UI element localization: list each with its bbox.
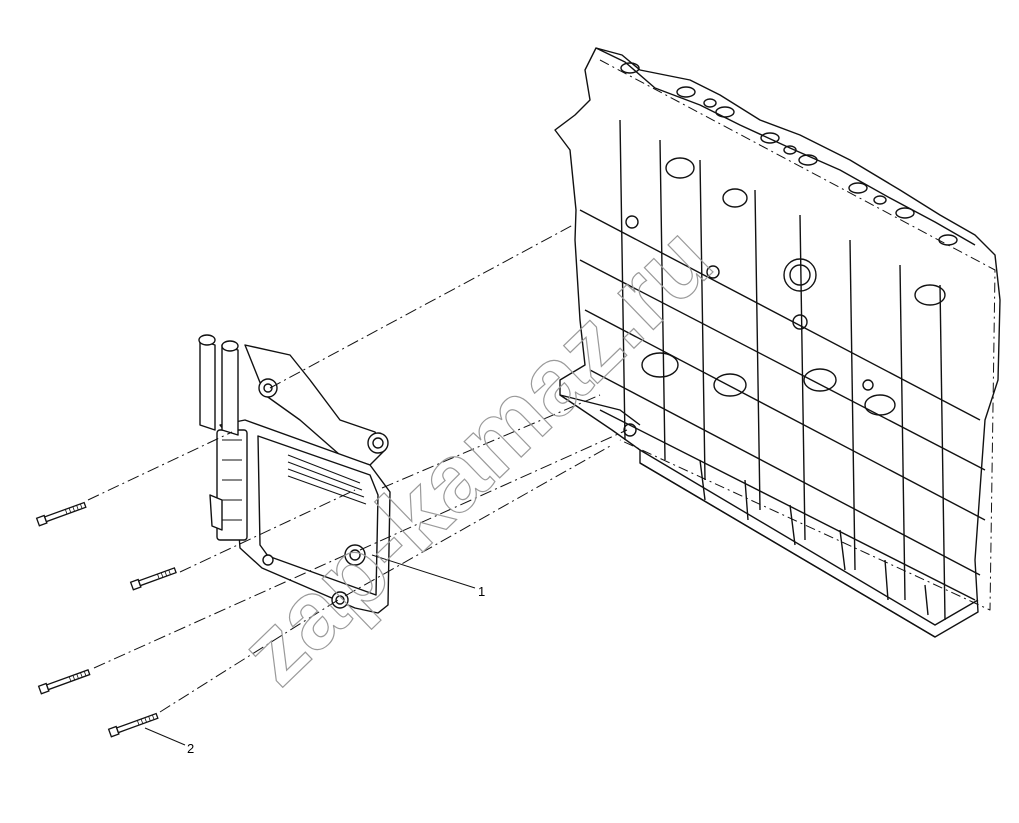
callout-part-1: 1 bbox=[478, 584, 486, 599]
leader-lines bbox=[144, 554, 476, 746]
ecu-module-icon bbox=[198, 334, 391, 614]
engine-block-icon bbox=[554, 47, 1001, 638]
callout-part-2: 2 bbox=[187, 741, 195, 756]
assembly-centerlines bbox=[87, 224, 628, 713]
bolt-icon bbox=[35, 501, 177, 738]
